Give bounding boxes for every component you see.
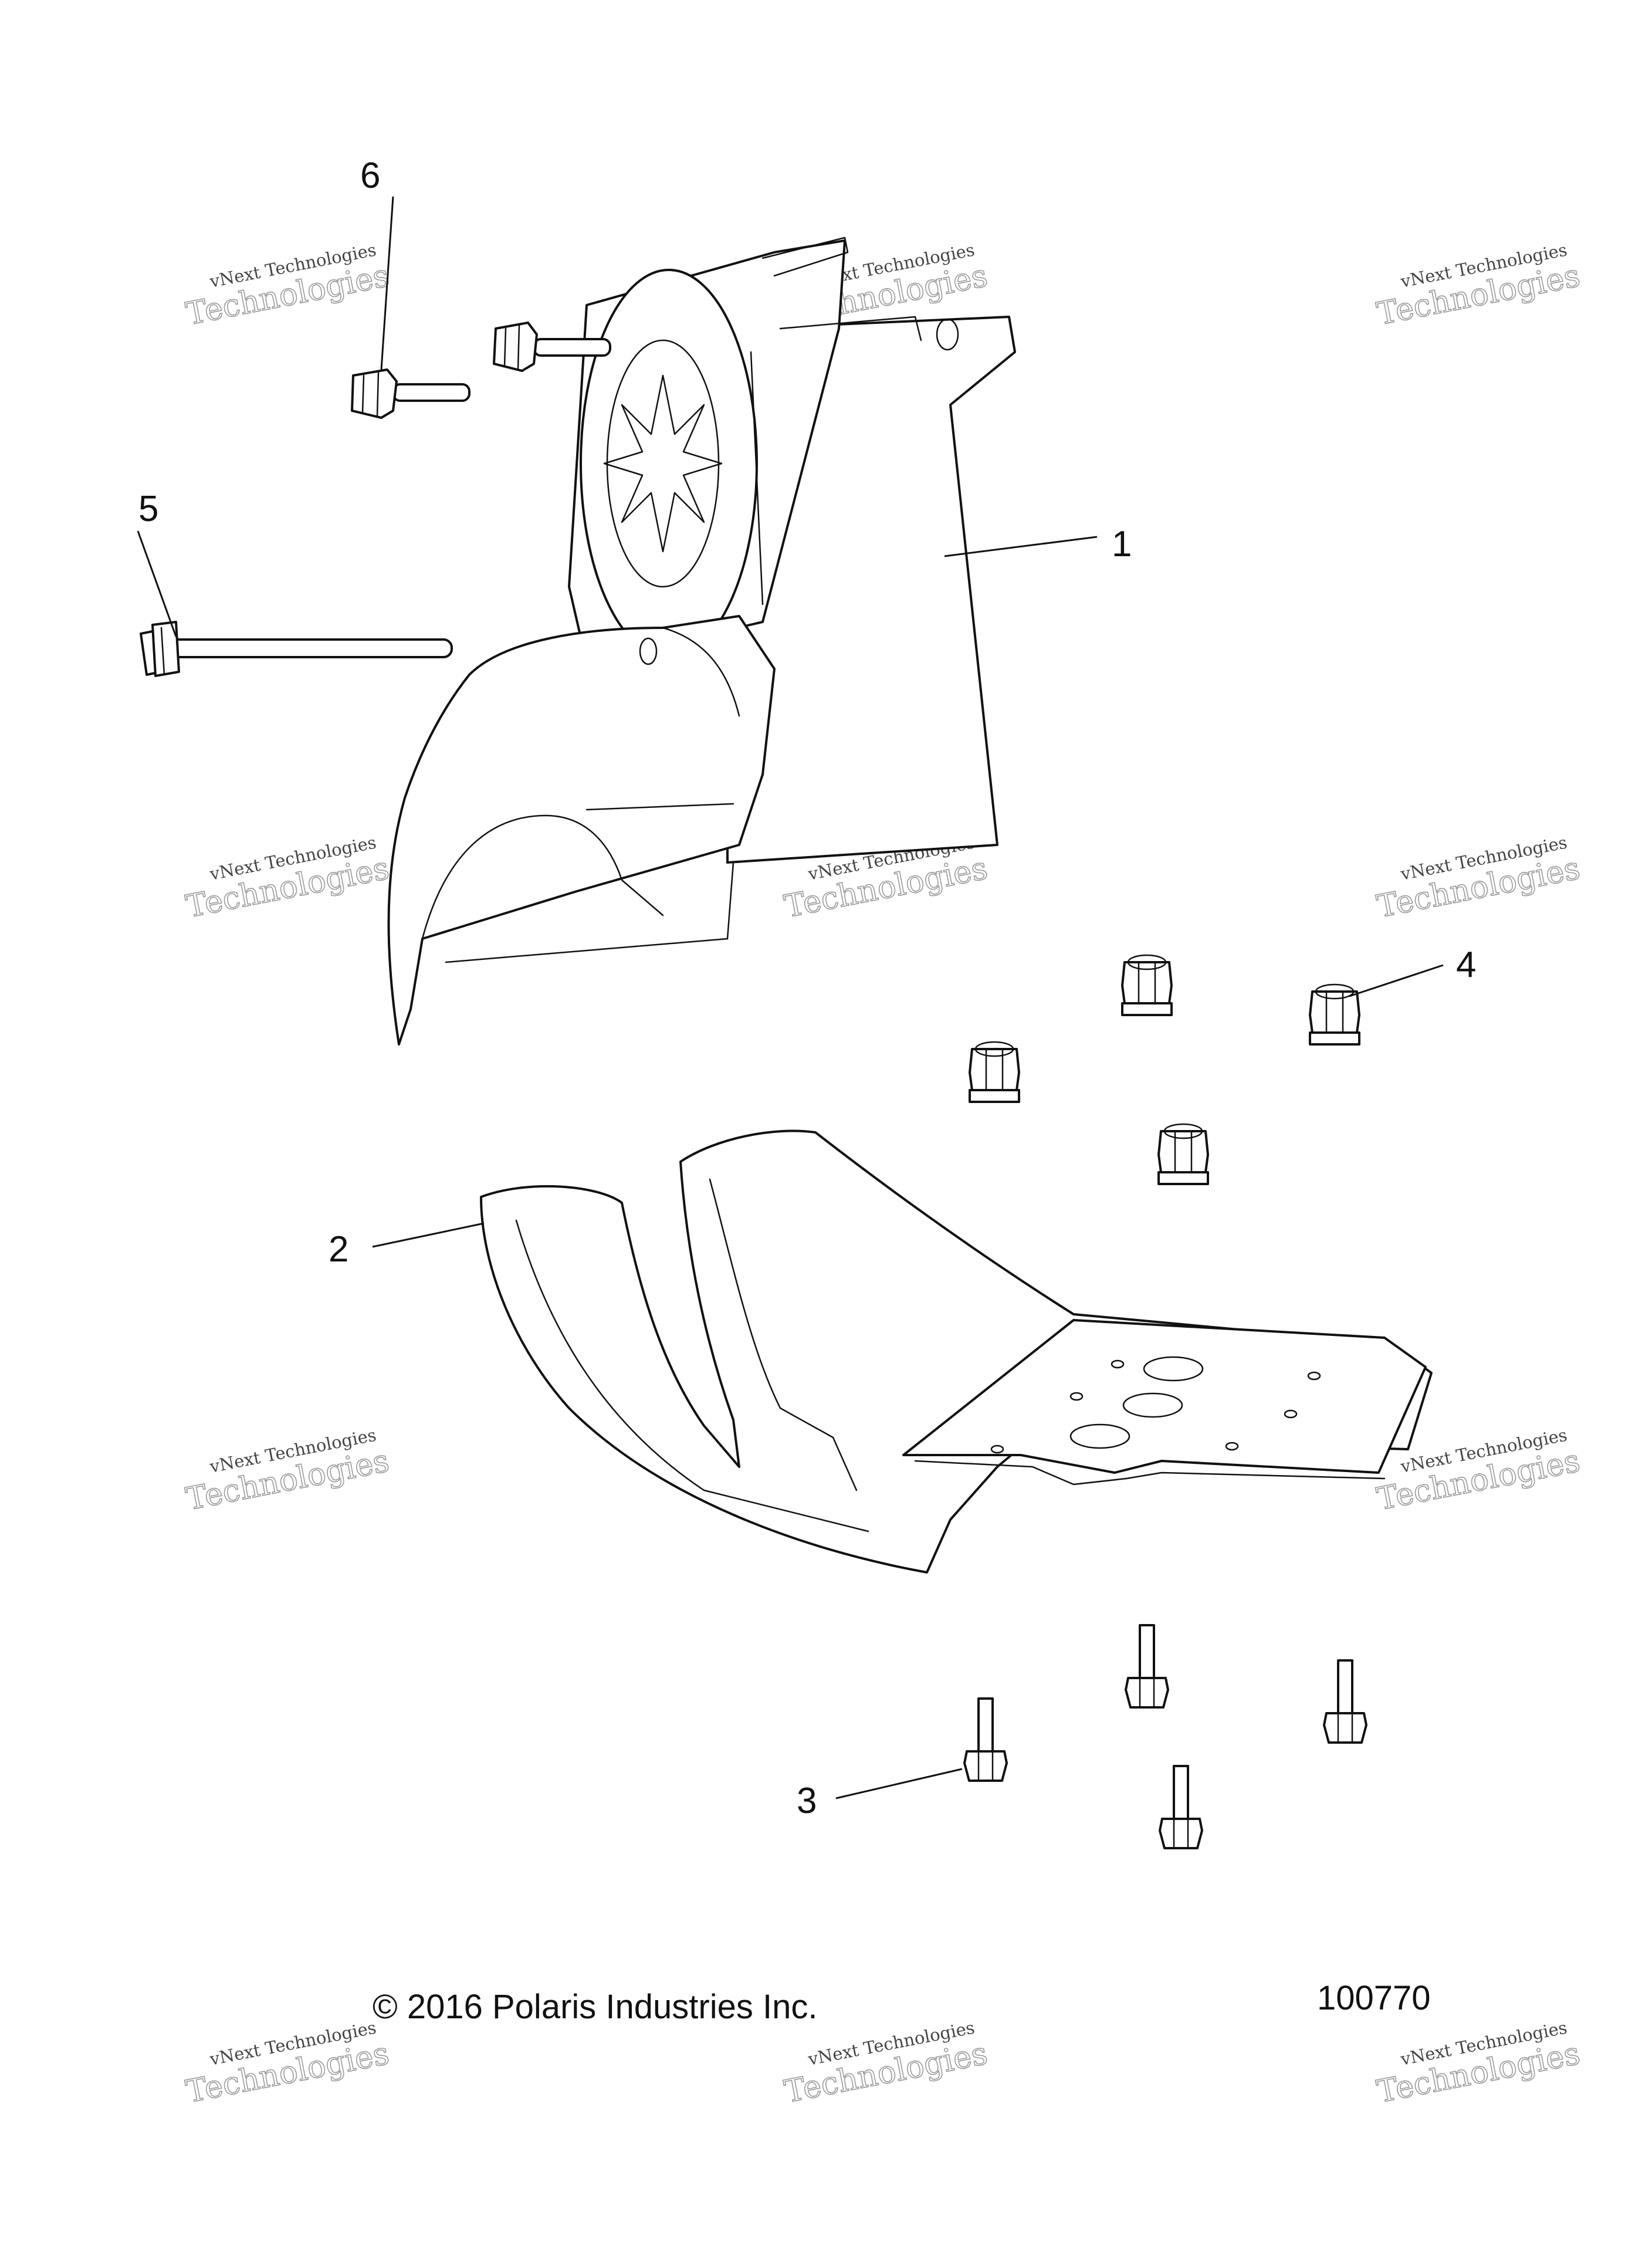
bolt [963,1697,1008,1782]
watermark: vNext Technologies Technologies [182,1425,392,1518]
bolt [493,322,611,372]
part-6-bolts [351,322,611,419]
leader-5 [137,530,177,637]
nut [1121,954,1173,1016]
callout-1: 1 [1112,524,1132,564]
leader-4 [1349,964,1444,997]
nut [1157,1123,1209,1185]
bolt [1125,1624,1169,1709]
watermark: vNext Technologies Technologies [1373,833,1583,926]
bolt [1323,1659,1367,1744]
leader-1 [944,536,1098,557]
diagram-number: 100770 [1317,1979,1431,2017]
watermark: vNext Technologies Technologies [182,240,392,333]
part-1-cover [387,236,1016,1046]
watermark: vNext Technologies Technologies [182,833,392,926]
watermark: vNext Technologies Technologies [1373,240,1583,333]
bolt [1159,1765,1203,1849]
callout-labels: 1 2 3 4 5 6 [138,155,1476,1821]
part-3-bolts [963,1624,1367,1849]
watermark: vNext Technologies Technologies [781,2018,991,2111]
polaris-star-icon [603,374,723,553]
nut [969,1041,1020,1103]
callout-5: 5 [138,489,158,529]
watermark: vNext Technologies Technologies [182,2018,392,2111]
part-4-nuts [969,954,1360,1185]
callout-2: 2 [329,1229,348,1270]
leader-6 [380,196,394,370]
part-2-skid-plate [480,1129,1433,1574]
callout-3: 3 [797,1781,817,1821]
nut [1309,983,1360,1046]
callout-4: 4 [1456,945,1476,985]
copyright-text: © 2016 Polaris Industries Inc. [373,1988,817,2026]
leader-2 [372,1222,485,1248]
leader-3 [835,1768,963,1799]
bolt [351,368,470,419]
footer: © 2016 Polaris Industries Inc. 100770 [373,1979,1431,2026]
leader-lines [137,196,1444,1799]
callout-6: 6 [360,155,380,196]
watermark: vNext Technologies Technologies [1373,2018,1583,2111]
part-5-long-bolt [140,621,453,677]
